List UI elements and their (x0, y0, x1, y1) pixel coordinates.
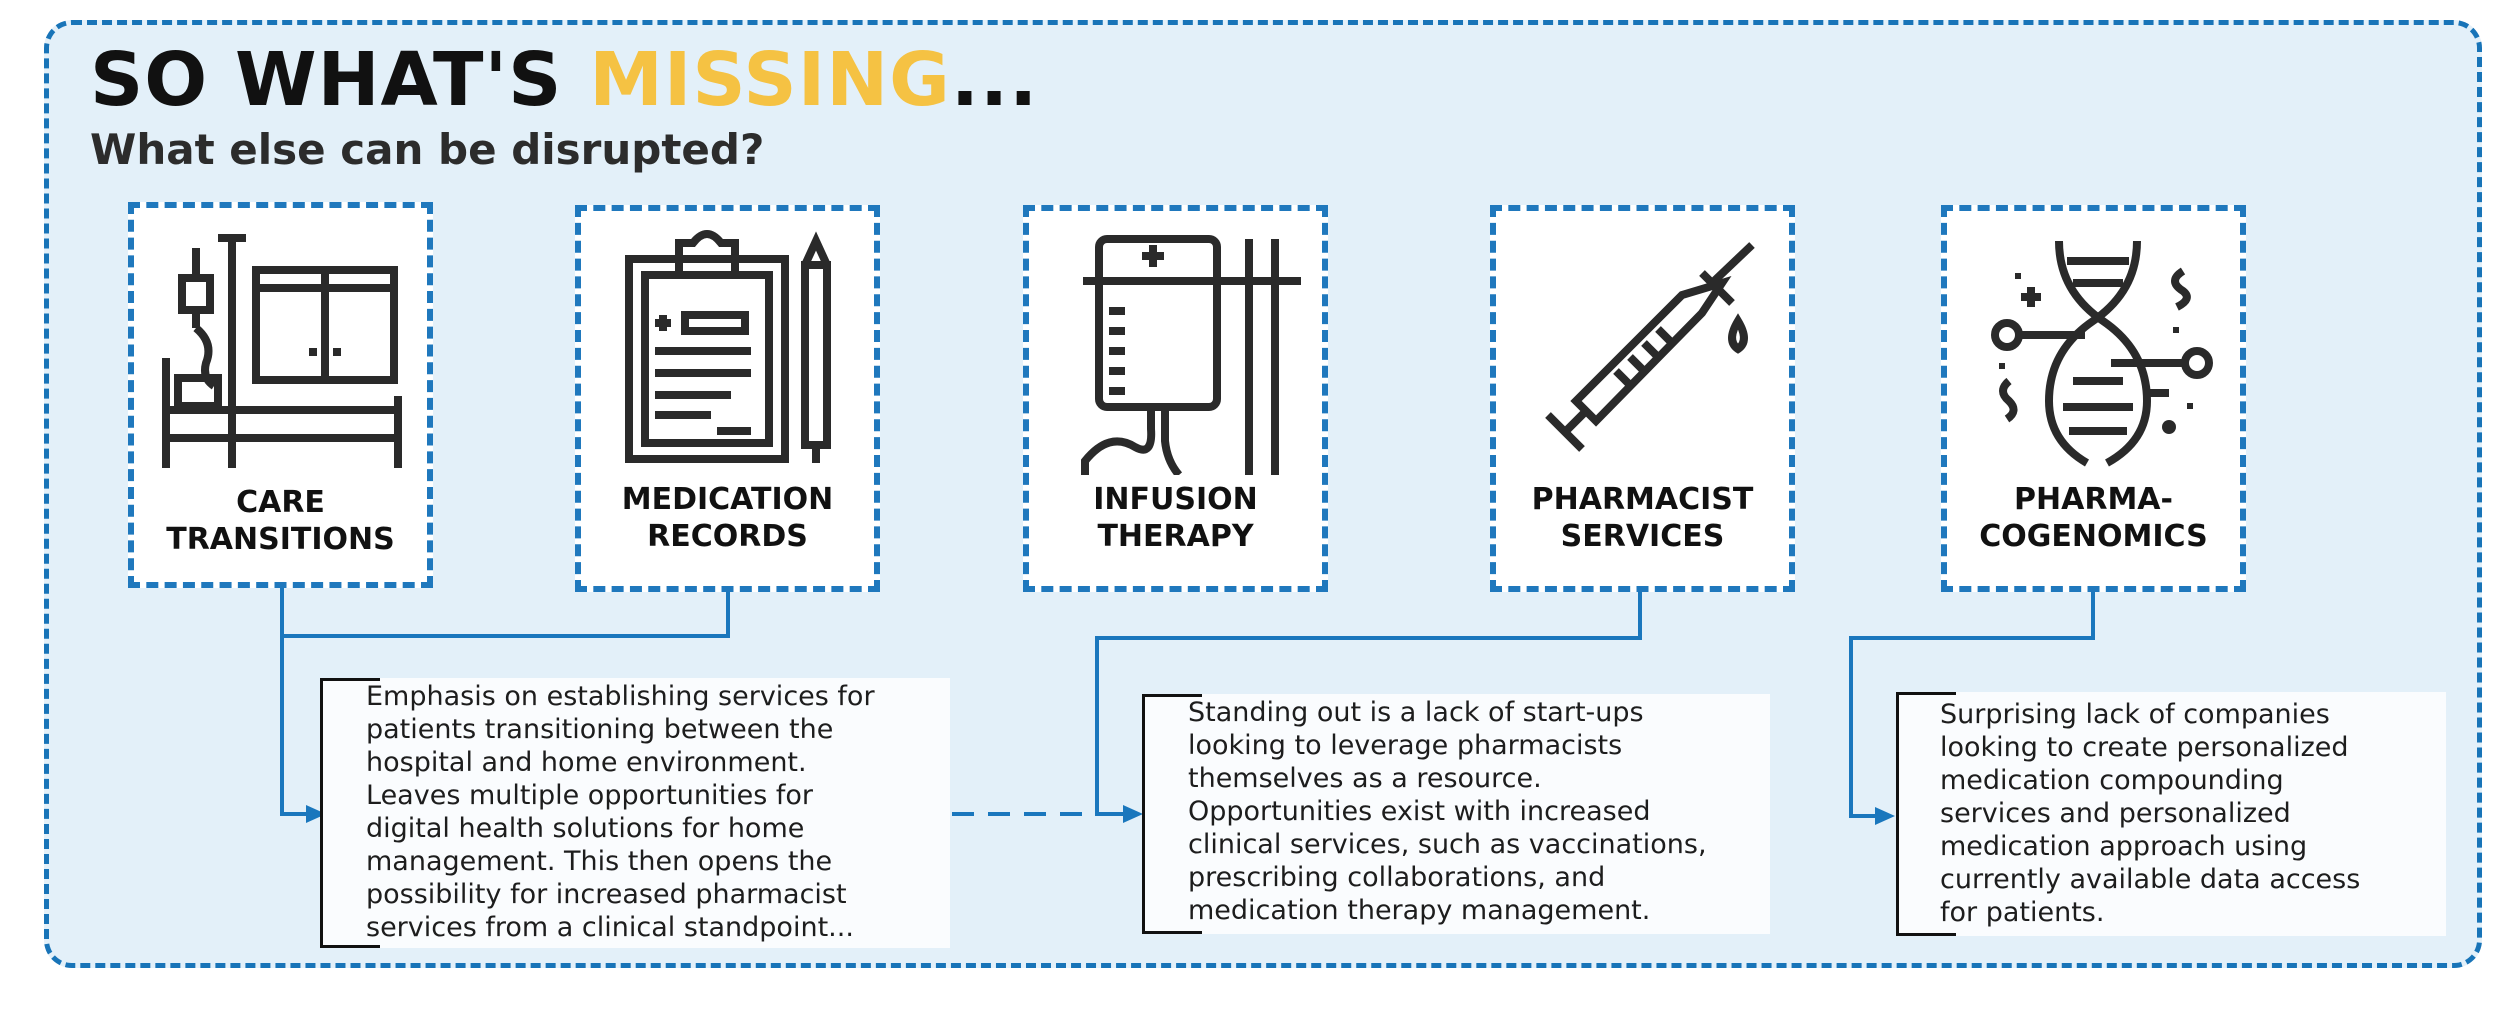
note-pharmacogenomics: Surprising lack of companies looking to … (1896, 692, 2446, 936)
iv-bag-icon (1081, 235, 1301, 475)
card-pharmacogenomics: PHARMA- COGENOMICS (1941, 205, 2246, 592)
arrowhead-1 (306, 805, 326, 823)
arrowhead-2 (1123, 805, 1143, 823)
note-bracket (320, 678, 380, 948)
connector-pharmacist (1095, 592, 1642, 816)
card-label-line2: COGENOMICS (1979, 519, 2208, 554)
card-label: MEDICATION RECORDS (581, 481, 874, 555)
connector-records (282, 592, 730, 638)
note-text: Standing out is a lack of start-ups look… (1188, 697, 1707, 926)
note-text: Emphasis on establishing services for pa… (366, 681, 875, 943)
card-label-line2: RECORDS (647, 519, 808, 554)
title-accent: MISSING (589, 37, 951, 123)
card-label-line1: PHARMACIST (1531, 482, 1754, 517)
card-label: INFUSION THERAPY (1029, 481, 1322, 555)
connector-care (280, 588, 312, 816)
card-label: PHARMACIST SERVICES (1496, 481, 1789, 555)
note-text: Surprising lack of companies looking to … (1940, 699, 2361, 928)
card-care-transitions: CARE TRANSITIONS (128, 202, 433, 588)
connector-pgx (1849, 592, 2095, 818)
card-label-line1: CARE (236, 485, 325, 520)
card-infusion-therapy: INFUSION THERAPY (1023, 205, 1328, 592)
arrowhead-3 (1875, 807, 1895, 825)
card-medication-records: MEDICATION RECORDS (575, 205, 880, 592)
card-label: CARE TRANSITIONS (134, 484, 427, 558)
card-label-line1: PHARMA- (2014, 482, 2173, 517)
syringe-icon (1545, 242, 1755, 452)
card-label-line1: INFUSION (1093, 482, 1258, 517)
card-label-line2: TRANSITIONS (166, 522, 395, 557)
card-label-line2: THERAPY (1097, 519, 1254, 554)
dna-icon (1991, 240, 2213, 467)
card-pharmacist-services: PHARMACIST SERVICES (1490, 205, 1795, 592)
note-bracket (1896, 692, 1956, 936)
page-subtitle: What else can be disrupted? (90, 125, 765, 174)
title-main: SO WHAT'S (90, 37, 590, 123)
card-label: PHARMA- COGENOMICS (1947, 481, 2240, 555)
note-bracket (1142, 694, 1202, 934)
card-label-line2: SERVICES (1560, 519, 1725, 554)
page-title: SO WHAT'S MISSING... (90, 30, 1038, 130)
note-pharmacist-services: Standing out is a lack of start-ups look… (1142, 694, 1770, 934)
clipboard-icon (625, 230, 831, 463)
title-suffix: ... (950, 37, 1039, 123)
note-care-transitions: Emphasis on establishing services for pa… (320, 678, 950, 948)
hospital-bed-icon (162, 234, 402, 468)
card-label-line1: MEDICATION (621, 482, 834, 517)
